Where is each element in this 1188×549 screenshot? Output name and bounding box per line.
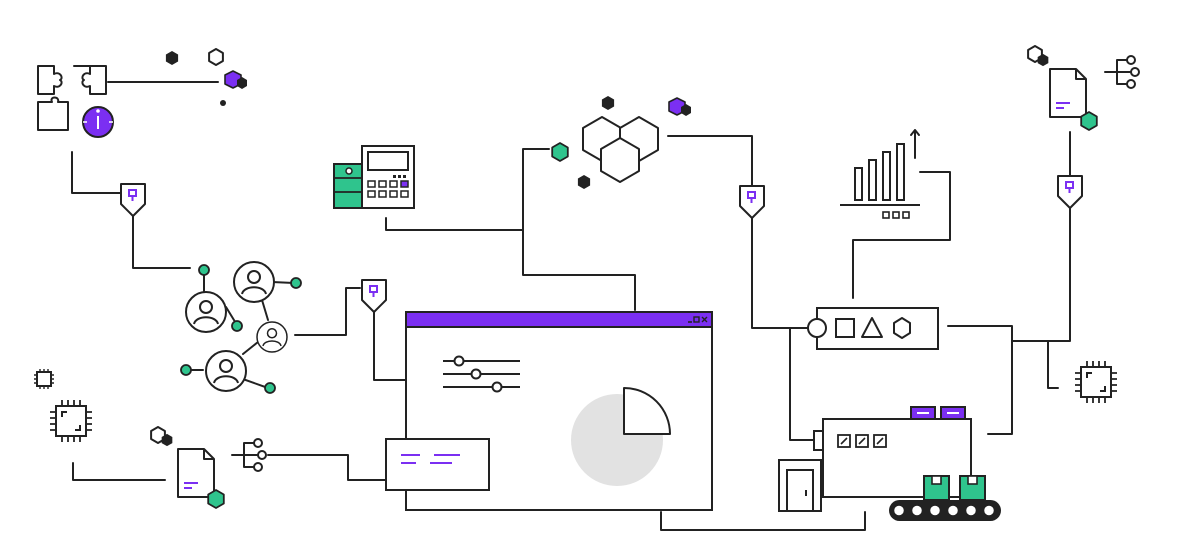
dot-icon	[220, 100, 226, 106]
sliders-icon	[443, 355, 520, 393]
chip-icon	[49, 399, 93, 443]
hexagon-cluster-icon	[551, 96, 692, 189]
chip-icon	[1074, 360, 1118, 404]
tag-icon	[739, 185, 765, 219]
pie-chart-icon	[571, 387, 671, 486]
tag-icon	[361, 279, 387, 313]
tag-icon	[120, 183, 146, 217]
connector-lines	[71, 81, 1071, 531]
chip-icon	[34, 369, 54, 389]
conveyor-belt-icon	[889, 500, 1001, 521]
puzzle-icon	[37, 65, 107, 131]
branch-connector-icon	[1104, 55, 1140, 89]
code-panel-icon	[385, 438, 490, 491]
hexagon-icon	[208, 48, 224, 66]
hexagon-icon	[1080, 111, 1098, 131]
hexagon-icon	[207, 489, 225, 509]
hexagon-icon	[165, 51, 179, 65]
document-icon	[1049, 68, 1087, 118]
window-controls-icon	[688, 316, 708, 323]
cube-icon	[224, 70, 248, 90]
door-icon	[778, 459, 822, 512]
cash-register-icon	[333, 145, 415, 209]
document-icon	[177, 448, 215, 498]
info-icon	[82, 106, 114, 138]
branch-connector-icon	[231, 438, 267, 472]
shapes-bar-icon	[807, 307, 939, 350]
bar-chart-icon	[840, 129, 920, 219]
people-network-icon	[180, 261, 302, 394]
tag-icon	[1057, 175, 1083, 209]
